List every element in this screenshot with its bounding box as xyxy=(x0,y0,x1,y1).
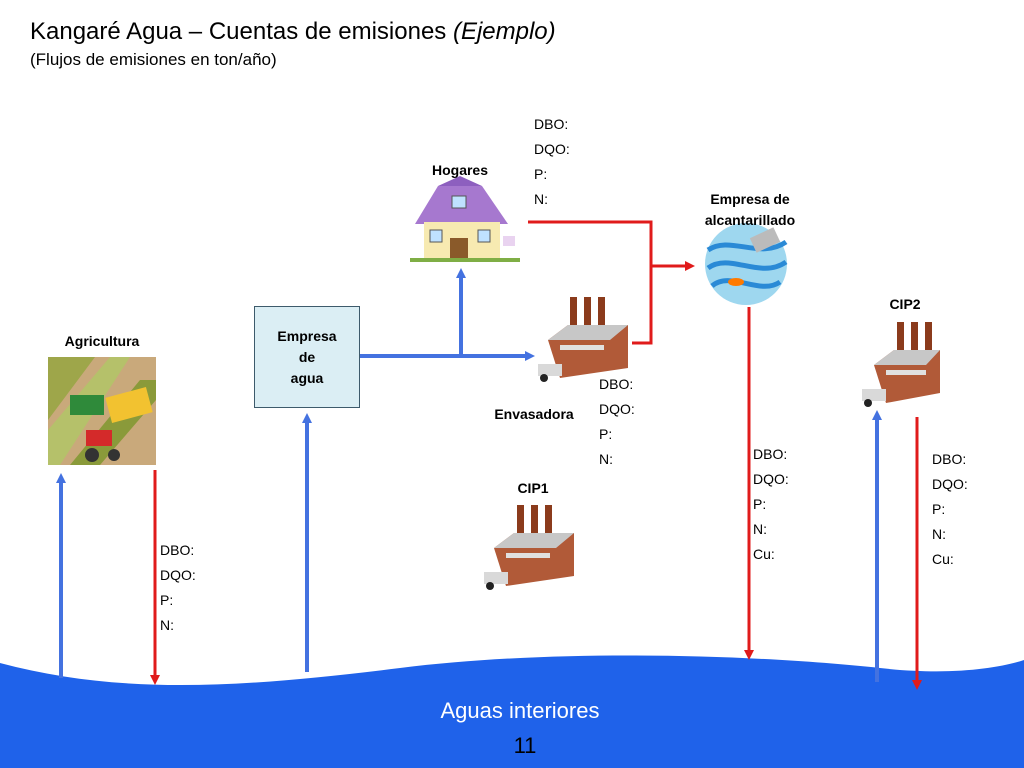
label-alcantarillado-line1: Empresa de xyxy=(710,191,790,207)
emission-item: Cu: xyxy=(932,551,954,567)
emission-item: DBO: xyxy=(599,376,634,392)
emission-item: P: xyxy=(160,592,174,608)
emission-item: N: xyxy=(753,521,767,537)
label-cip2: CIP2 xyxy=(889,296,921,312)
emission-item: DQO: xyxy=(534,141,570,157)
emission-item: N: xyxy=(932,526,946,542)
emission-item: P: xyxy=(599,426,613,442)
label-agricultura: Agricultura xyxy=(64,333,140,349)
label-alcantarillado-line2: alcantarillado xyxy=(704,212,796,228)
emission-item: N: xyxy=(160,617,174,633)
page-number: 11 xyxy=(513,733,537,758)
page-title: Kangaré Agua – Cuentas de emisiones (Eje… xyxy=(30,18,556,46)
cip1-icon xyxy=(484,505,574,590)
emission-item: P: xyxy=(932,501,946,517)
water-body xyxy=(0,655,1024,768)
empresa-agua-line3: agua xyxy=(290,369,324,386)
emission-item: Cu: xyxy=(753,546,775,562)
title-italic: (Ejemplo) xyxy=(452,18,556,45)
empresa-agua-line1: Empresa xyxy=(277,327,337,344)
envasadora-icon xyxy=(538,297,628,382)
title-main: Kangaré Agua – Cuentas de emisiones xyxy=(30,18,453,45)
page-subtitle: (Flujos de emisiones en ton/año) xyxy=(30,50,277,69)
emission-item: DBO: xyxy=(932,451,967,467)
emission-item: DQO: xyxy=(160,567,196,583)
emissions-cip2: DBO: DQO: P: N: Cu: xyxy=(932,447,968,572)
emission-item: N: xyxy=(599,451,613,467)
emission-item: DQO: xyxy=(932,476,968,492)
emission-item: DBO: xyxy=(753,446,788,462)
alcantarillado-icon xyxy=(705,223,788,305)
label-cip1: CIP1 xyxy=(517,480,549,496)
cip2-icon xyxy=(862,322,940,407)
emission-item: P: xyxy=(753,496,767,512)
emissions-envasadora: DBO: DQO: P: N: xyxy=(599,372,635,472)
emission-item: P: xyxy=(534,166,548,182)
hogares-icon xyxy=(410,176,520,262)
label-hogares: Hogares xyxy=(431,162,489,178)
emission-item: DBO: xyxy=(534,116,569,132)
emissions-hogares: DBO: DQO: P: N: xyxy=(534,112,570,212)
emission-item: DQO: xyxy=(599,401,635,417)
empresa-agua-line2: de xyxy=(298,348,316,365)
emissions-alcantarillado: DBO: DQO: P: N: Cu: xyxy=(753,442,789,567)
empresa-agua-box: Empresa de agua xyxy=(254,306,360,408)
water-body-label: Aguas interiores xyxy=(440,698,600,723)
emission-item: DQO: xyxy=(753,471,789,487)
agricultura-icon xyxy=(48,357,156,465)
emissions-agricultura: DBO: DQO: P: N: xyxy=(160,538,196,638)
arrow-hogares-to-alcantarillado-line xyxy=(528,220,653,266)
emission-item: DBO: xyxy=(160,542,195,558)
label-empresa-alcantarillado: Empresa de alcantarillado xyxy=(680,189,820,231)
emission-item: N: xyxy=(534,191,548,207)
label-envasadora: Envasadora xyxy=(494,406,574,422)
arrow-envasadora-to-alcantarillado-line xyxy=(632,266,653,345)
